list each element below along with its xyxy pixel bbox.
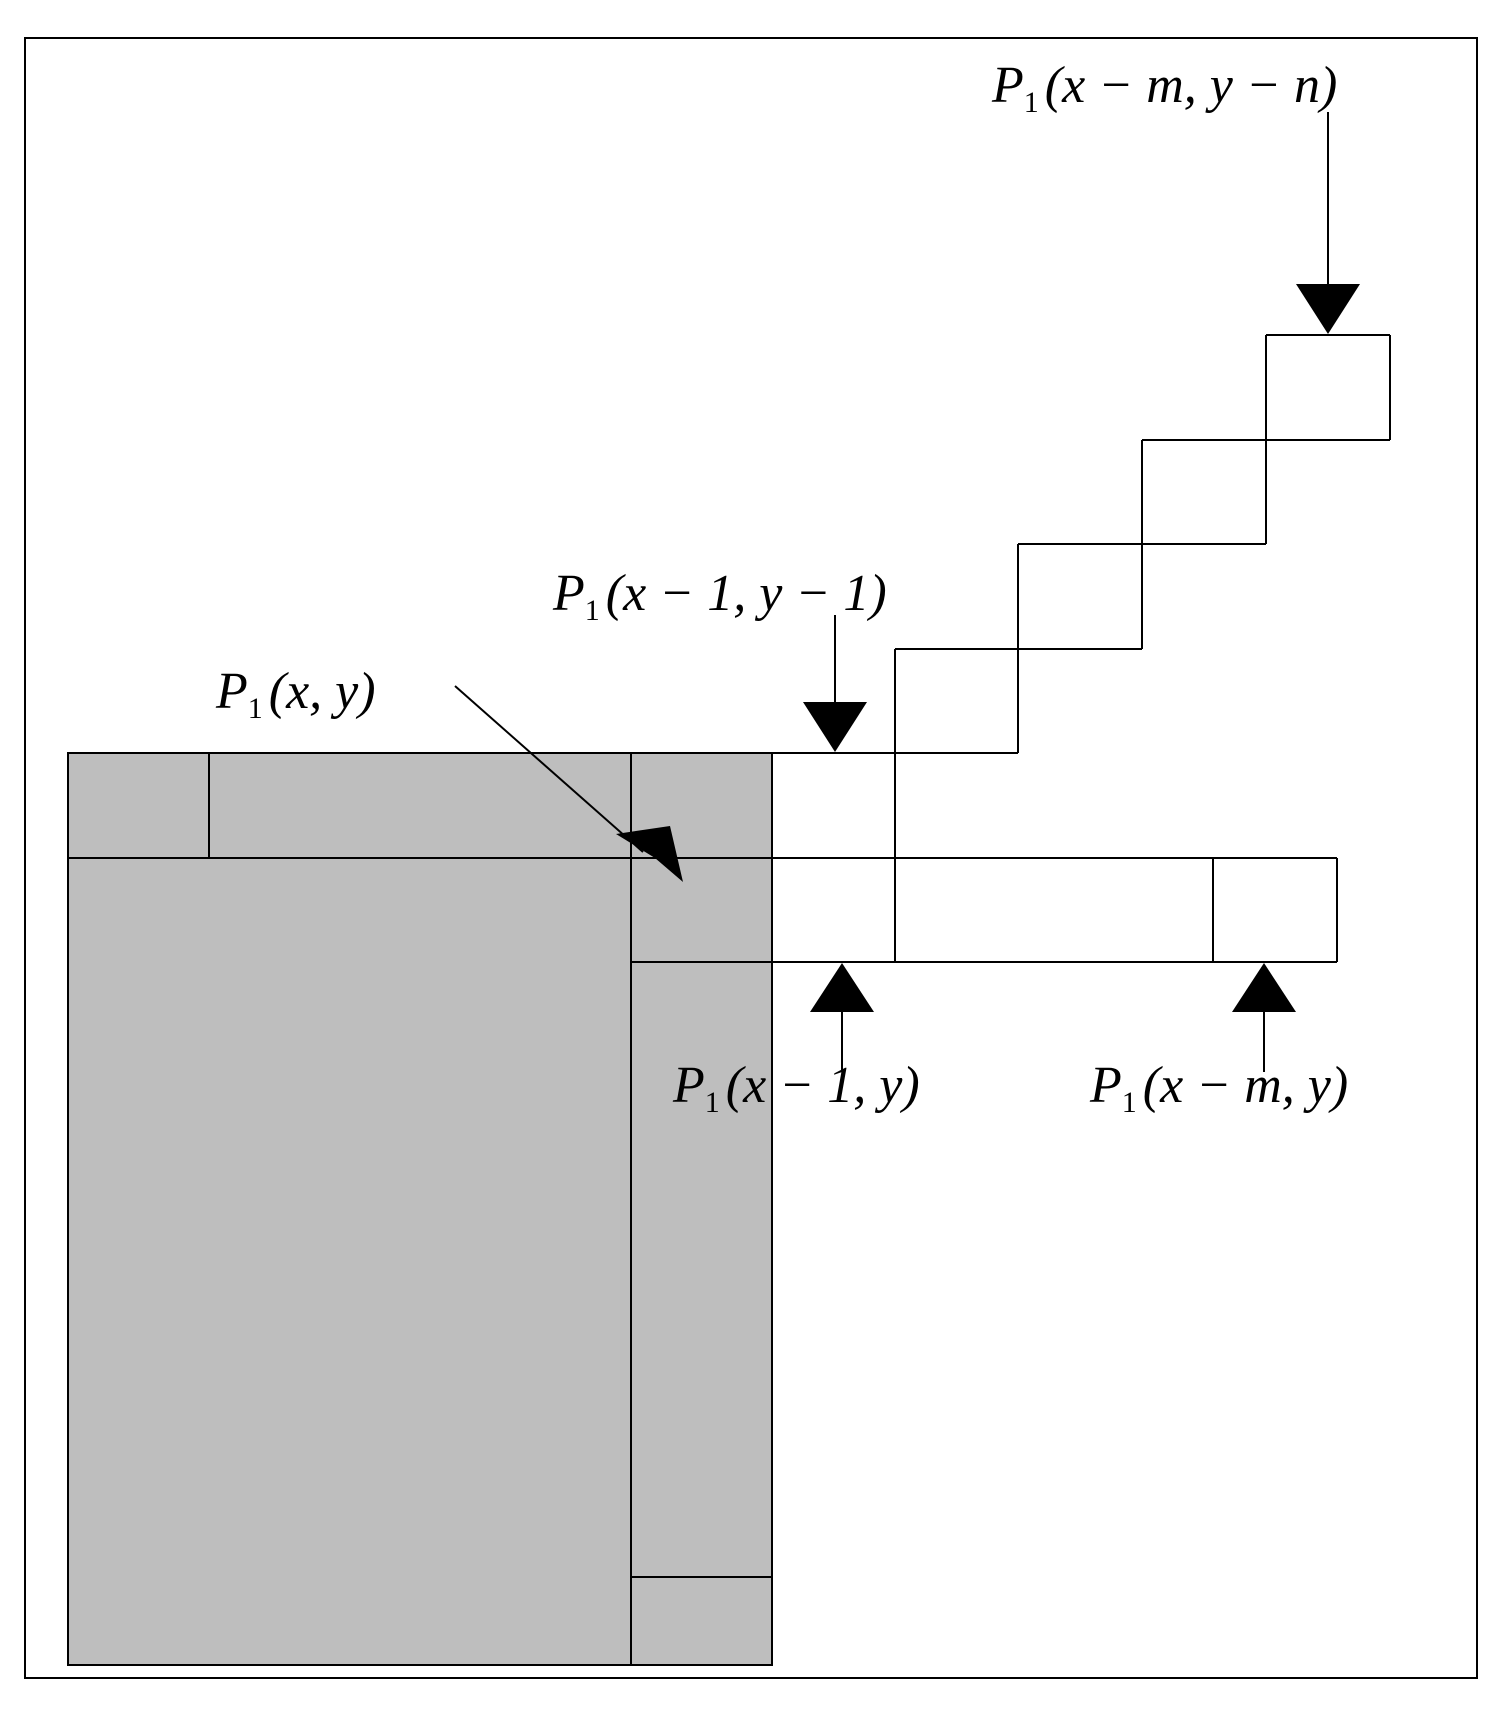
label-subscript: 1 [585,594,600,627]
label-symbol: P [215,663,248,720]
label-args: (x − m, y) [1143,1057,1348,1114]
label-p1-x-minus-1-y: P1(x − 1, y) [672,1057,920,1119]
label-p1-x-minus-m-y: P1(x − m, y) [1089,1057,1348,1119]
arrow-p1-x-minus-m-y-minus-n [1296,112,1360,334]
shaded-region-grid [68,753,772,1665]
horizontal-row-cells [772,857,1338,963]
shaded-region [67,752,773,1666]
label-args: (x − 1, y − 1) [606,565,887,622]
arrow-p1-x-minus-m-y [1232,963,1296,1072]
label-subscript: 1 [248,692,263,725]
label-subscript: 1 [1024,86,1039,119]
arrow-p1-x-minus-1-y [810,963,874,1072]
label-symbol: P [672,1057,705,1114]
outer-frame [24,37,1478,1679]
label-subscript: 1 [1122,1086,1137,1119]
label-args: (x − 1, y) [726,1057,920,1114]
label-p1-x-minus-m-y-minus-n: P1(x − m, y − n) [991,57,1337,119]
label-p1-x-minus-1-y-minus-1: P1(x − 1, y − 1) [552,565,887,627]
label-args: (x − m, y − n) [1045,57,1338,114]
arrow-p1-x-y [454,685,683,882]
diagonal-staircase-cells [772,334,1391,962]
label-symbol: P [552,565,585,622]
label-symbol: P [991,57,1024,114]
label-subscript: 1 [705,1086,720,1119]
label-args: (x, y) [269,663,376,720]
arrow-p1-x-minus-1-y-minus-1 [803,615,867,752]
label-p1-x-y: P1(x, y) [215,663,376,725]
label-symbol: P [1089,1057,1122,1114]
